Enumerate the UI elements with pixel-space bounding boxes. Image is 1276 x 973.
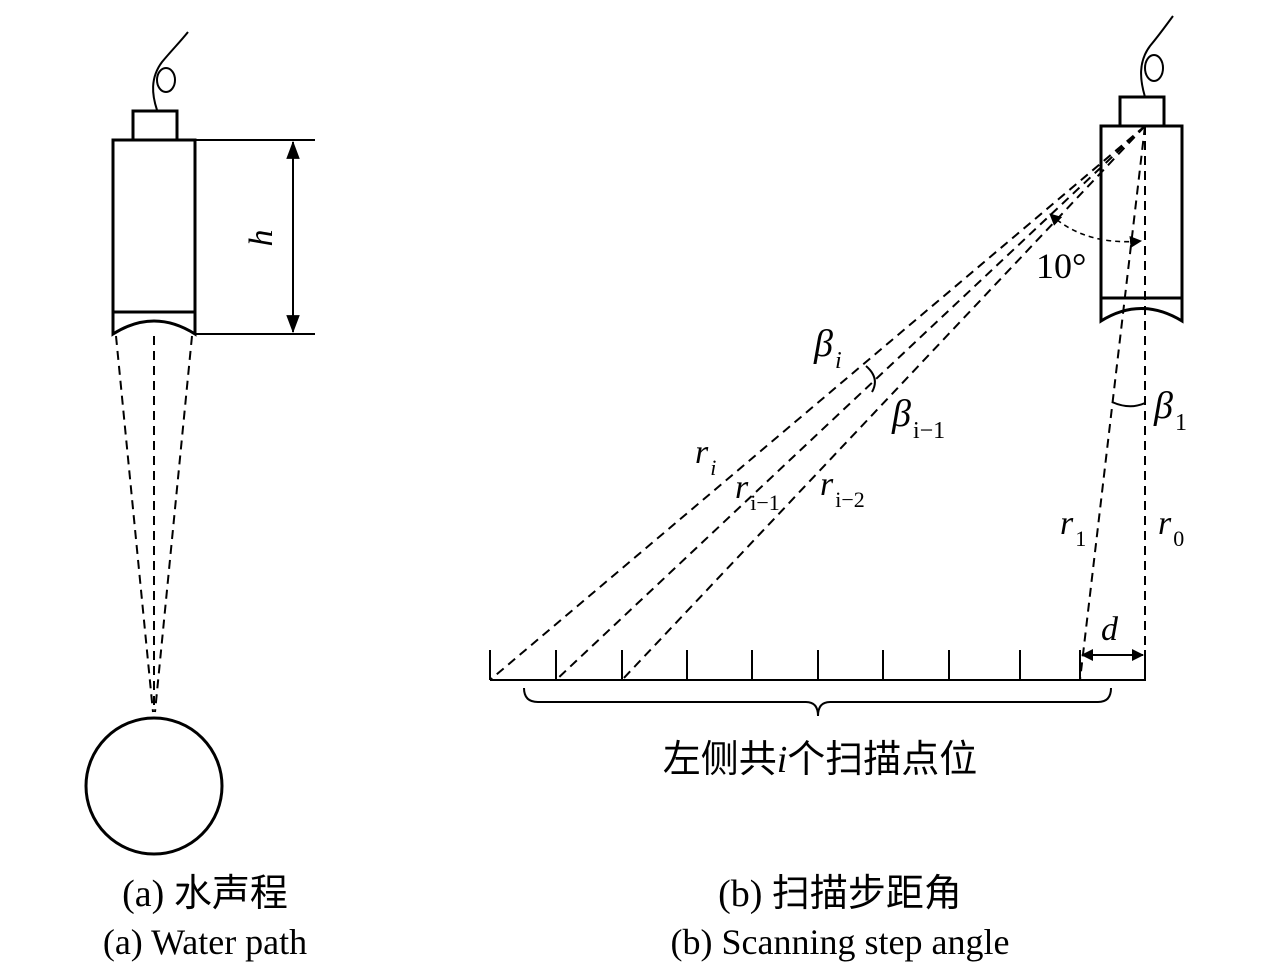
probe-b-lens: [1099, 298, 1184, 324]
r-i-label: ri: [695, 434, 716, 480]
beam-a-left: [115, 335, 154, 713]
beta-1-arc: [1111, 401, 1146, 408]
ray-ri-2: [621, 125, 1146, 681]
r-i-minus-1-label: ri−1: [735, 469, 780, 515]
beta-i-arc: [865, 365, 876, 393]
probe-b-connector: [1118, 95, 1166, 128]
probe-b-cable-loop: [1144, 54, 1164, 82]
target-circle: [84, 716, 224, 856]
angle-10-arc: [1049, 213, 1142, 248]
beta-1-label: β1: [1153, 385, 1187, 436]
probe-a-cable-loop: [156, 67, 176, 93]
scan-points-brace: [523, 687, 1112, 717]
caption-b-english: (b) Scanning step angle: [671, 922, 1010, 962]
probe-b-body: [1099, 124, 1184, 300]
caption-a-english: (a) Water path: [103, 922, 307, 962]
caption-b-chinese: (b) 扫描步距角: [718, 873, 962, 915]
probe-b-cable: [1140, 15, 1174, 98]
beta-i-label: βi: [813, 323, 842, 374]
ray-ri-1: [555, 125, 1146, 681]
angle-10-label: 10°: [1036, 246, 1086, 286]
step-d-label: d: [1101, 611, 1119, 648]
caption-a-chinese: (a) 水声程: [122, 873, 288, 915]
r-1-label: r1: [1060, 505, 1086, 551]
scan-ticks: [489, 650, 1146, 680]
height-symbol: h: [243, 230, 280, 247]
probe-a-lens: [111, 312, 197, 337]
ray-ri: [489, 125, 1146, 681]
beam-a-right: [154, 335, 193, 713]
r-0-label: r0: [1158, 505, 1184, 551]
probe-a-cable: [152, 31, 189, 111]
panel-b-scanning-step-angle: 10° βi βi−1 β1 ri ri−1 ri−2 r1 r0: [489, 15, 1187, 781]
probe-a-body: [111, 138, 197, 314]
probe-a-connector: [131, 109, 179, 142]
r-i-minus-2-label: ri−2: [820, 466, 865, 512]
panel-a-water-path: h: [84, 31, 315, 856]
beta-i-minus-1-label: βi−1: [891, 393, 945, 444]
scan-points-label: 左侧共i个扫描点位: [663, 739, 978, 781]
